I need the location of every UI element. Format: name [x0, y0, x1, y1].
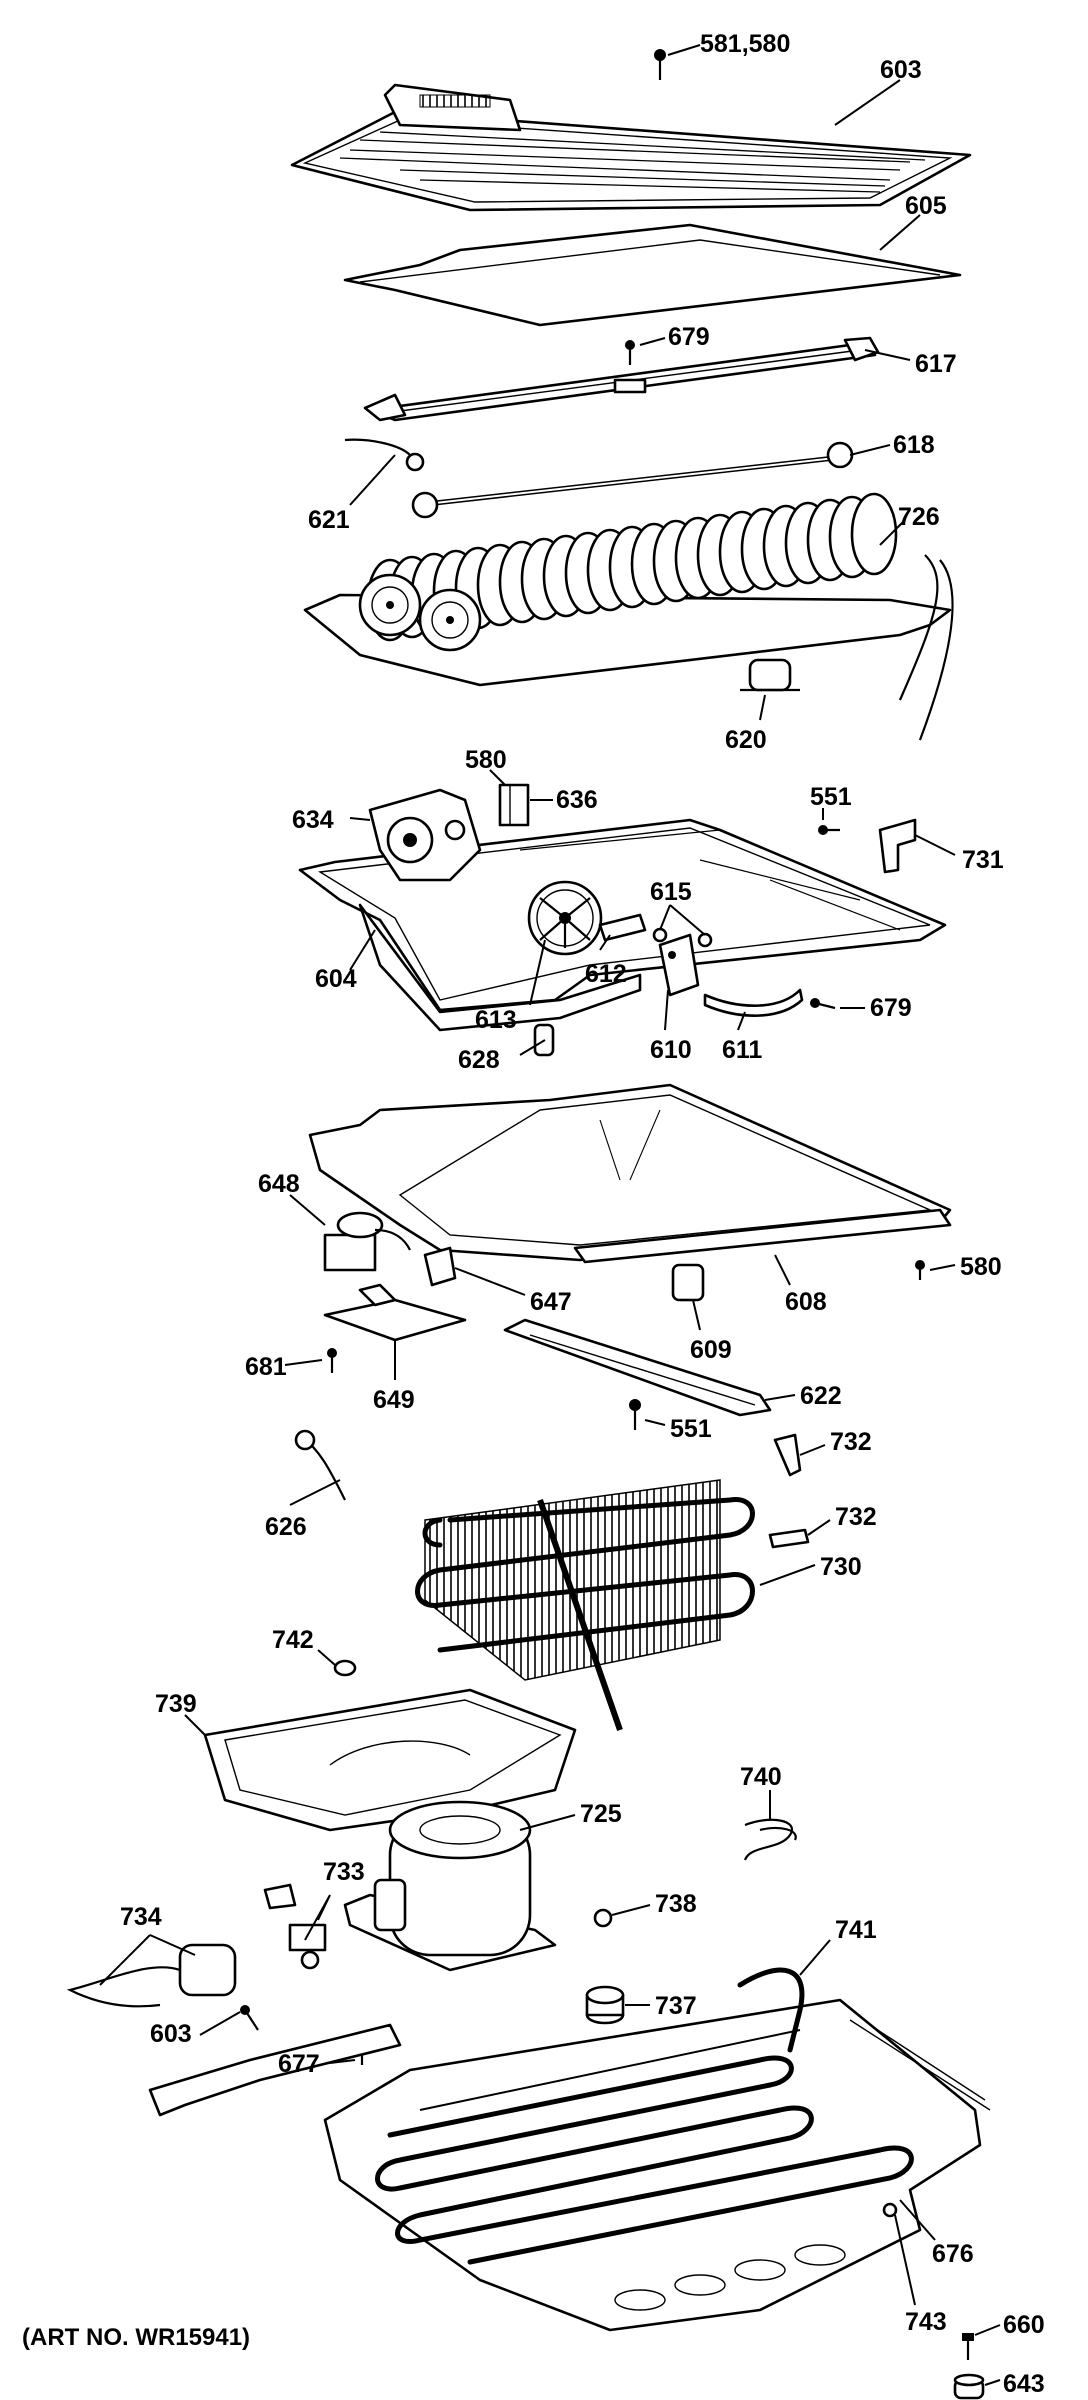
screw-581-580	[654, 49, 666, 80]
label-725: 725	[580, 1800, 622, 1828]
condenser-coil-741	[375, 1967, 991, 2265]
label-649: 649	[373, 1386, 415, 1414]
connector-647	[423, 1246, 457, 1287]
label-580-mid: 580	[465, 746, 507, 774]
label-643: 643	[1003, 2370, 1045, 2398]
label-741: 741	[835, 1916, 877, 1944]
thermostat-620	[740, 658, 800, 692]
label-738: 738	[655, 1890, 697, 1918]
label-610: 610	[650, 1036, 692, 1064]
relay-609	[671, 1263, 705, 1302]
leader-lines	[99, 44, 1001, 2386]
drain-pan-739	[203, 1688, 577, 1832]
fan-motor-634	[368, 788, 482, 882]
clip-732-a	[773, 1433, 802, 1477]
label-732-a: 732	[830, 1428, 872, 1456]
label-626: 626	[265, 1513, 307, 1541]
label-618: 618	[893, 431, 935, 459]
art-number: (ART NO. WR15941)	[22, 2324, 250, 2351]
label-676: 676	[932, 2240, 974, 2268]
label-740: 740	[740, 1763, 782, 1791]
label-679-mid: 679	[870, 994, 912, 1022]
label-734: 734	[120, 1903, 162, 1931]
top-cover-603	[290, 83, 972, 212]
screw-551-top	[818, 825, 840, 835]
label-737: 737	[655, 1992, 697, 2020]
clip-732-b	[768, 1528, 810, 1549]
clip-743	[882, 2202, 898, 2218]
screw-580-right	[915, 1260, 925, 1280]
label-733: 733	[323, 1858, 365, 1886]
label-612: 612	[585, 960, 627, 988]
label-605: 605	[905, 192, 947, 220]
label-551-bottom: 551	[670, 1415, 712, 1443]
screw-551-bottom	[629, 1399, 641, 1430]
label-621: 621	[308, 506, 350, 534]
grommet-738	[593, 1908, 613, 1928]
base-pan-608	[308, 1083, 952, 1264]
evaporator-fins	[358, 492, 898, 652]
relay-733	[263, 1883, 327, 1970]
condenser-730	[415, 1479, 755, 1731]
label-611: 611	[722, 1036, 762, 1064]
spring-740	[743, 1818, 797, 1861]
bar-617	[363, 336, 880, 422]
label-739: 739	[155, 1690, 197, 1718]
label-620: 620	[725, 726, 767, 754]
label-628: 628	[458, 1046, 500, 1074]
label-726: 726	[898, 503, 940, 531]
label-636: 636	[556, 786, 598, 814]
label-679-top: 679	[668, 323, 710, 351]
label-731: 731	[962, 846, 1004, 874]
mount-737	[585, 1985, 625, 2025]
panel-605	[343, 223, 962, 327]
grommet-742	[333, 1659, 357, 1677]
wire-621	[344, 438, 425, 472]
label-615: 615	[650, 878, 692, 906]
label-617: 617	[915, 350, 957, 378]
label-648: 648	[258, 1170, 300, 1198]
label-622: 622	[800, 1382, 842, 1410]
screw-603-bottom	[240, 2005, 259, 2031]
label-743: 743	[905, 2308, 947, 2336]
heater-rod-618	[411, 441, 854, 519]
label-730: 730	[820, 1553, 862, 1581]
label-634: 634	[292, 806, 334, 834]
part-636	[498, 783, 530, 827]
label-742: 742	[272, 1626, 314, 1654]
label-677: 677	[278, 2050, 320, 2078]
bracket-649	[323, 1283, 467, 1342]
timer-648	[323, 1211, 411, 1272]
label-603-top: 603	[880, 56, 922, 84]
defrost-control-610	[658, 933, 700, 997]
label-660: 660	[1003, 2311, 1045, 2339]
compressor-725	[343, 1800, 557, 1972]
label-604: 604	[315, 965, 357, 993]
duct-622	[503, 1318, 772, 1417]
foot-643	[953, 2373, 985, 2400]
wire-626	[294, 1429, 346, 1501]
label-609: 609	[690, 1336, 732, 1364]
label-580-right: 580	[960, 1253, 1002, 1281]
label-603-bottom: 603	[150, 2020, 192, 2048]
callout-labels: 581,580 603 605 679 617 618 621 726 620 …	[120, 30, 1045, 2398]
screw-660	[962, 2333, 974, 2360]
bracket-612	[598, 913, 647, 942]
label-681: 681	[245, 1353, 287, 1381]
overload-734	[66, 1943, 237, 2008]
label-647: 647	[530, 1288, 572, 1316]
label-613: 613	[475, 1006, 517, 1034]
label-608: 608	[785, 1288, 827, 1316]
evaporator-726	[303, 492, 954, 741]
fan-blade-613	[527, 880, 603, 956]
bracket-731	[878, 818, 917, 874]
screw-681	[327, 1348, 337, 1373]
label-732-b: 732	[835, 1503, 877, 1531]
strap-611	[703, 988, 804, 1017]
label-551-top: 551	[810, 783, 852, 811]
screw-679-mid	[810, 998, 836, 1010]
label-581-580: 581,580	[700, 30, 790, 58]
